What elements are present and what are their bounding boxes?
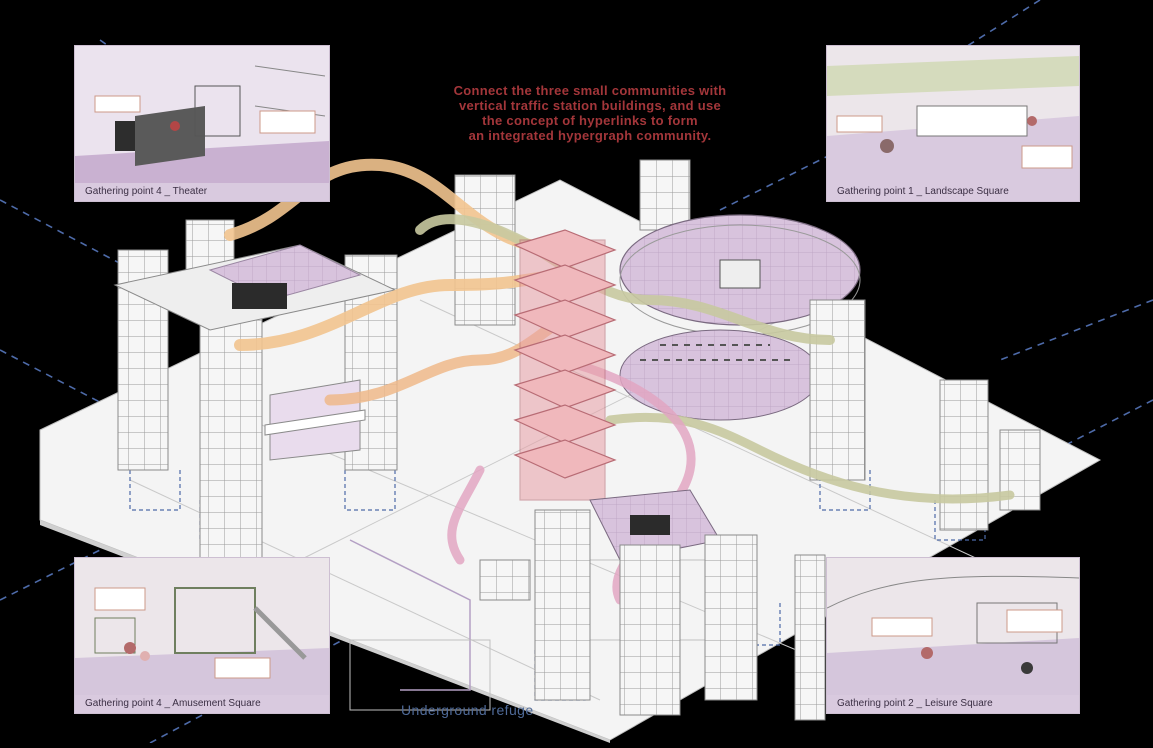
back-buildings	[454, 159, 691, 326]
underground-refuge-label: Underground refuge	[401, 702, 534, 718]
panel-landscape-label: Gathering point 1 _ Landscape Square	[827, 183, 1079, 201]
panel-leisure: Gathering point 2 _ Leisure Square	[826, 557, 1080, 714]
caption: Connect the three small communities with…	[415, 83, 765, 143]
panel-amusement-label: Gathering point 4 _ Amusement Square	[75, 695, 329, 713]
amusement-sketch	[75, 558, 329, 695]
panel-theater: Gathering point 4 _ Theater	[74, 45, 330, 202]
panel-leisure-label: Gathering point 2 _ Leisure Square	[827, 695, 1079, 713]
panel-amusement: Gathering point 4 _ Amusement Square	[74, 557, 330, 714]
landscape-sketch	[827, 46, 1079, 183]
caption-line-1: Connect the three small communities with	[453, 83, 727, 98]
caption-line-3: the concept of hyperlinks to form	[482, 113, 698, 128]
traffic-tower	[513, 229, 617, 501]
panel-theater-label: Gathering point 4 _ Theater	[75, 183, 329, 201]
caption-line-4: an integrated hypergraph community.	[468, 128, 712, 143]
leisure-sketch	[827, 558, 1079, 695]
caption-line-2: vertical traffic station buildings, and …	[458, 98, 722, 113]
theater-sketch	[75, 46, 329, 183]
right-building	[794, 299, 1041, 721]
panel-landscape: Gathering point 1 _ Landscape Square	[826, 45, 1080, 202]
leisure-plaza	[479, 489, 758, 716]
